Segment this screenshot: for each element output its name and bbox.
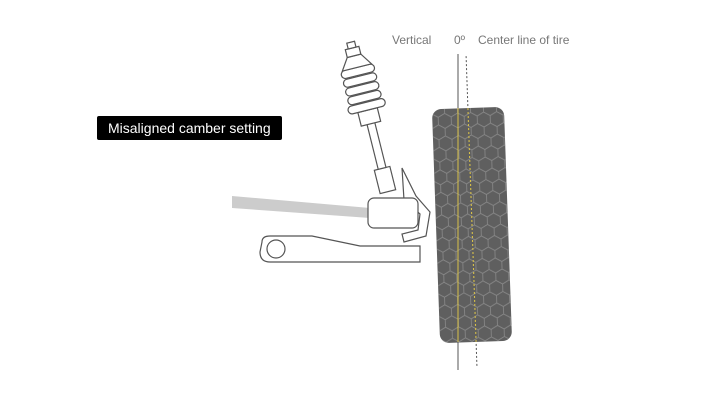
mount-cap — [346, 40, 357, 50]
control-arm-bushing — [266, 239, 286, 259]
wheel-hub — [367, 197, 419, 229]
axle-bar — [232, 196, 370, 218]
tire — [432, 56, 512, 368]
shock-rod — [365, 120, 387, 171]
strut-assembly — [340, 40, 397, 195]
center-line-label: Center line of tire — [478, 33, 570, 47]
lower-control-arm — [259, 235, 421, 263]
tire-center-line-highlight — [467, 108, 477, 342]
strut-mount — [373, 165, 397, 195]
angle-label: 0º — [454, 33, 466, 47]
coil-spring — [340, 63, 386, 115]
vertical-label: Vertical — [392, 33, 432, 47]
title-badge: Misaligned camber setting — [97, 116, 282, 140]
